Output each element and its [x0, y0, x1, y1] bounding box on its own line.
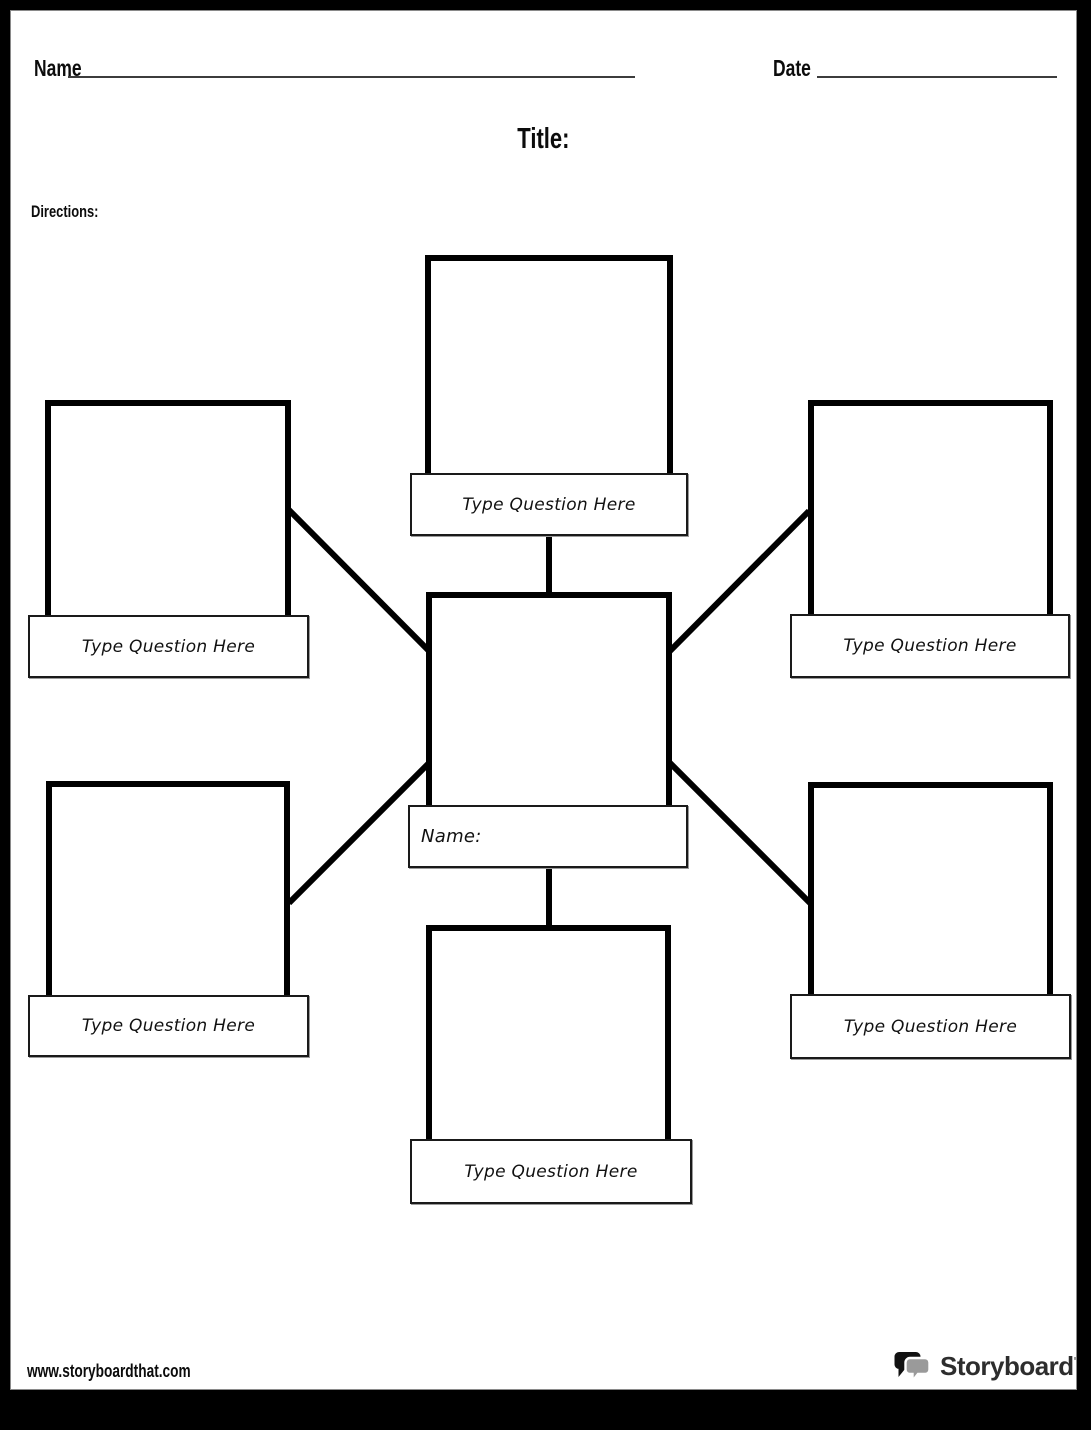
- spider-box-upper-right[interactable]: [808, 400, 1053, 626]
- center-name-label: Name:: [421, 826, 482, 847]
- worksheet-title[interactable]: Title:: [517, 123, 570, 155]
- question-bar-upper-right[interactable]: Type Question Here: [790, 614, 1070, 678]
- spider-box-upper-left[interactable]: [45, 400, 291, 626]
- question-bar-upper-left[interactable]: Type Question Here: [28, 615, 309, 678]
- question-label: Type Question Here: [843, 636, 1017, 656]
- center-name-bar[interactable]: Name:: [408, 805, 688, 868]
- question-label: Type Question Here: [464, 1161, 638, 1182]
- connector-lines: [286, 507, 813, 933]
- question-label: Type Question Here: [843, 1016, 1018, 1037]
- date-label: Date: [773, 55, 811, 81]
- logo-text: StoryboardThat: [940, 1350, 1076, 1382]
- spider-box-lower-right[interactable]: [808, 782, 1053, 1008]
- worksheet-page: Name Date Title: Directions: Type Questi…: [10, 10, 1077, 1390]
- storyboardthat-logo: StoryboardThat: [891, 1345, 1076, 1387]
- question-label: Type Question Here: [462, 494, 636, 515]
- speech-bubbles-icon: [894, 1352, 931, 1385]
- logo-text-that: That: [1074, 1351, 1076, 1381]
- question-bar-bottom[interactable]: Type Question Here: [410, 1139, 692, 1204]
- question-bar-lower-left[interactable]: Type Question Here: [28, 995, 309, 1057]
- logo-text-storyboard: Storyboard: [940, 1350, 1074, 1381]
- spider-box-center[interactable]: [426, 592, 672, 820]
- spider-box-bottom[interactable]: [426, 925, 671, 1151]
- spider-box-top[interactable]: [425, 255, 673, 481]
- date-write-line[interactable]: [817, 76, 1057, 78]
- question-label: Type Question Here: [81, 1016, 256, 1036]
- title-row: Title:: [11, 123, 1076, 156]
- website-url: www.storyboardthat.com: [27, 1361, 191, 1381]
- spider-box-lower-left[interactable]: [46, 781, 290, 1007]
- directions-label[interactable]: Directions:: [31, 202, 99, 221]
- question-bar-top[interactable]: Type Question Here: [410, 473, 688, 536]
- question-bar-lower-right[interactable]: Type Question Here: [790, 994, 1071, 1059]
- question-label: Type Question Here: [81, 636, 256, 657]
- name-write-line[interactable]: [68, 76, 635, 78]
